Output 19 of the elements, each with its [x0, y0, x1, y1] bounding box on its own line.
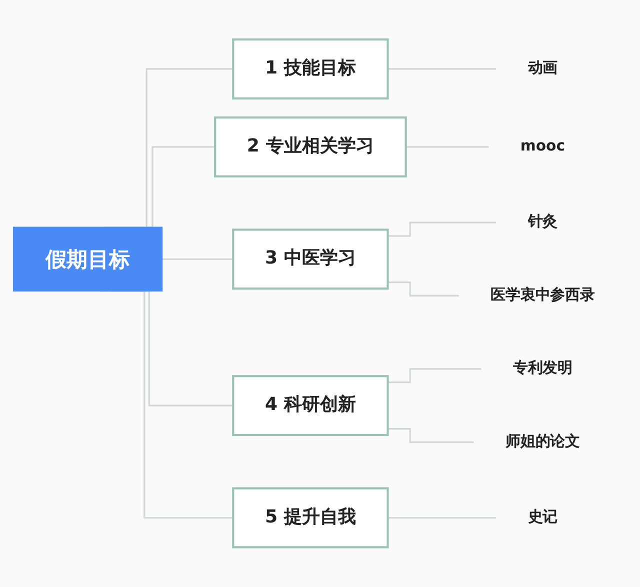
node-text: 医学衷中参西录: [490, 286, 595, 304]
connector: [388, 428, 474, 444]
node-text: 师姐的论文: [506, 433, 580, 450]
node-box: 5 提升自我: [232, 487, 389, 548]
connector: [388, 282, 459, 297]
node-text: 动画: [528, 60, 558, 78]
node-box: 3 中医学习: [232, 228, 389, 290]
connector: [388, 517, 496, 519]
connector: [406, 146, 488, 148]
node-text: mooc: [520, 138, 566, 156]
node-text: 专利发明: [512, 360, 572, 378]
connector: [388, 368, 482, 384]
connector: [388, 68, 496, 70]
node-box: 1 技能目标: [232, 38, 389, 100]
node-text: 史记: [528, 508, 558, 526]
node-box: 4 科研创新: [232, 375, 389, 436]
connector: [162, 258, 234, 260]
connector: [388, 222, 496, 237]
node-box: 2 专业相关学习: [214, 116, 407, 178]
